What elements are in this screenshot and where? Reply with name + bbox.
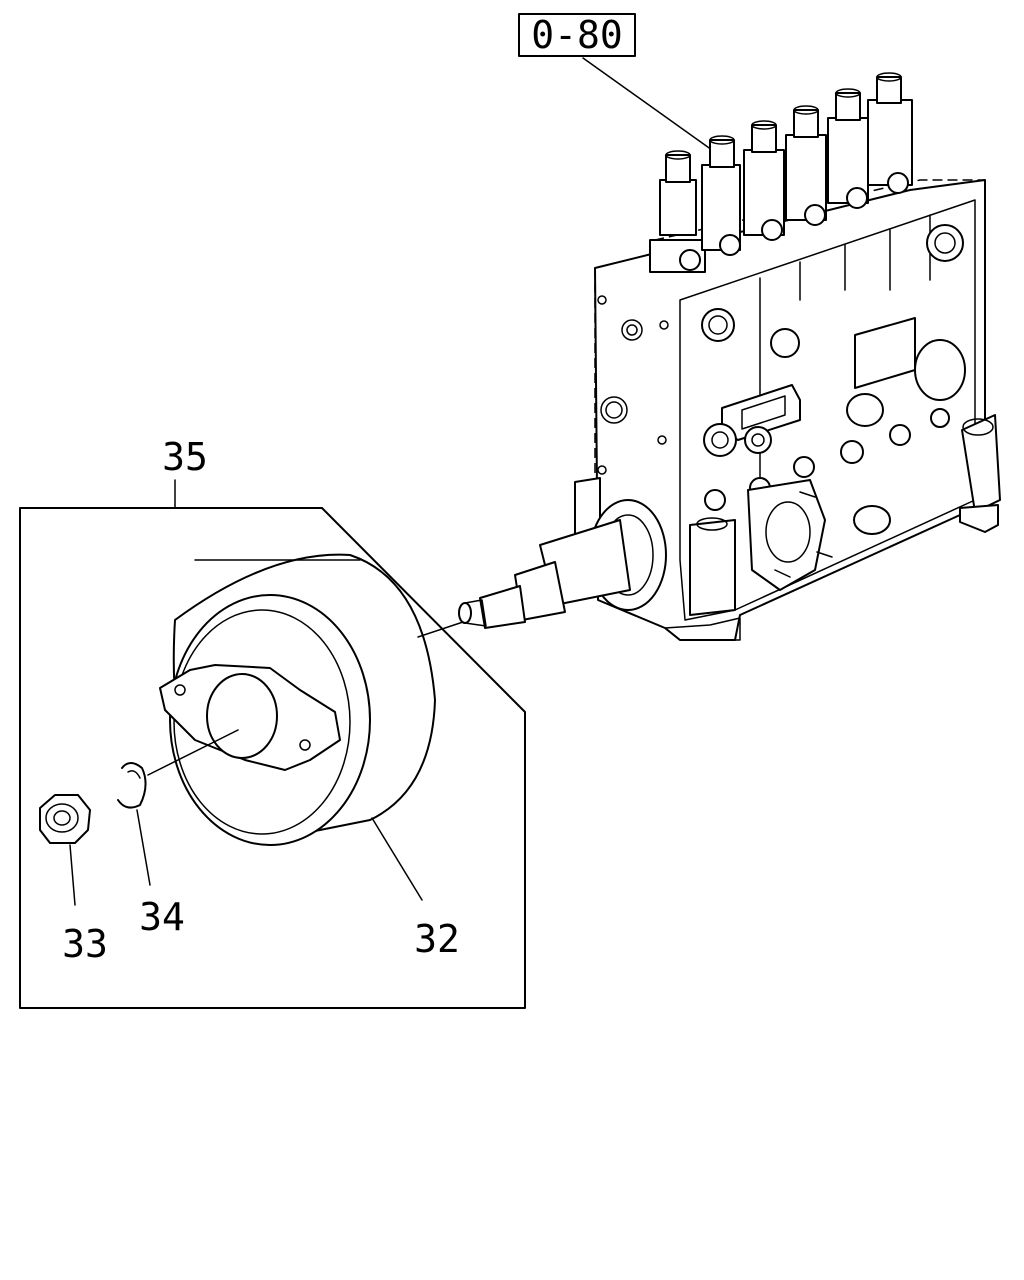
leader-34 [136, 809, 151, 886]
nut-icon[interactable] [39, 794, 91, 844]
reference-leader [582, 57, 713, 151]
callout-34[interactable]: 34 [139, 895, 185, 939]
injection-pump-icon [594, 179, 1001, 641]
shaft-axis [417, 621, 464, 638]
reference-tag[interactable]: 0-80 [518, 13, 636, 57]
camshaft-icon [458, 477, 667, 629]
washer-axis [147, 729, 239, 776]
callout-33[interactable]: 33 [62, 922, 108, 966]
assembly-boundary [19, 507, 526, 1009]
delivery-valve-holders [649, 72, 913, 273]
leader-32 [371, 817, 423, 901]
washer-icon[interactable] [117, 762, 147, 809]
callout-32[interactable]: 32 [414, 917, 460, 961]
pulley-icon[interactable] [159, 553, 436, 846]
reference-label: 0-80 [531, 13, 623, 57]
leader-33 [69, 844, 76, 906]
callout-35[interactable]: 35 [162, 435, 208, 479]
